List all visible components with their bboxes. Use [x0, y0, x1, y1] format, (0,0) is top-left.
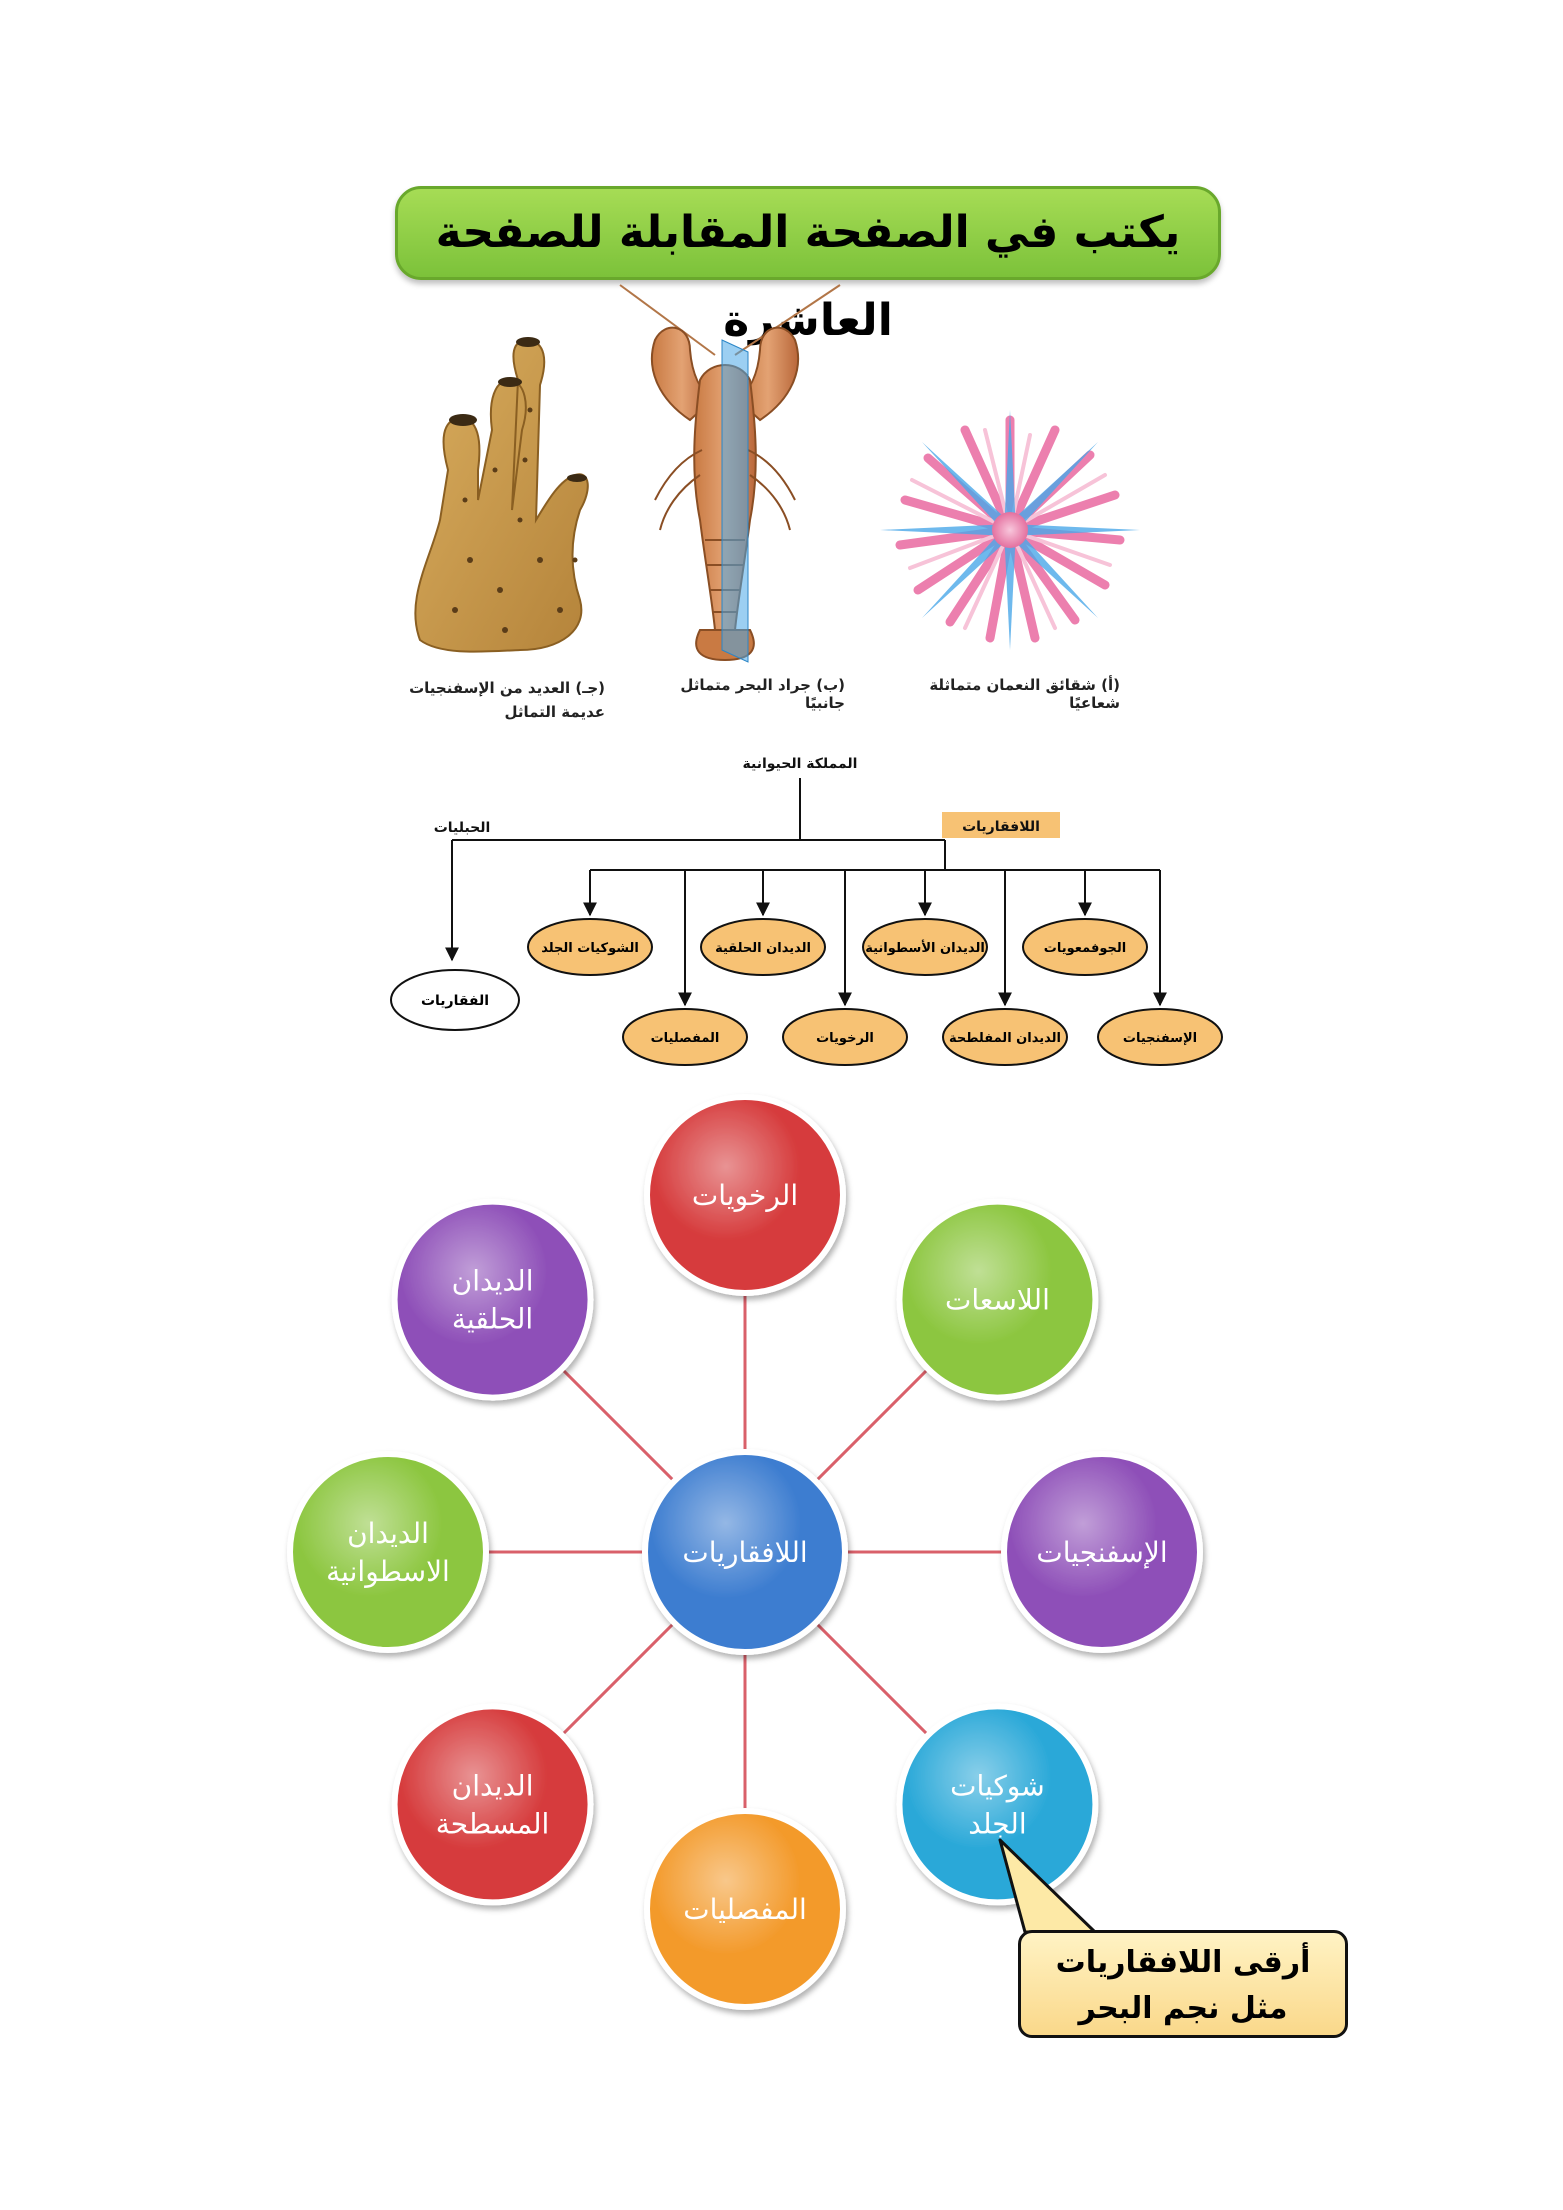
mindmap-node-0-label-0: الرخويات [692, 1179, 798, 1212]
tree-node-lower-3: المفصليات [622, 1008, 748, 1066]
callout-line-1: أرقى اللافقاريات [1055, 1945, 1311, 1980]
caption-crayfish: (ب) جراد البحر متماثل جانبيًا [680, 676, 845, 712]
svg-text:الفقاريات: الفقاريات [421, 993, 489, 1009]
mindmap-node-5-label-1: المسطحة [436, 1807, 550, 1840]
tree-node-lower-2: الرخويات [782, 1008, 908, 1066]
mindmap-node-5-label-0: الديدان [452, 1769, 534, 1802]
symmetry-illustrations [414, 284, 1140, 663]
invertebrates-label-box [942, 812, 1060, 838]
tree-node-upper-3-label: الشوكيات الجلد [541, 941, 639, 956]
mindmap-node-3-label-1: الجلد [968, 1807, 1026, 1840]
mindmap-node-7: الديدان الحلقية [391, 1198, 594, 1401]
tree-node-upper-2: الديدان الحلقية [700, 918, 826, 976]
mindmap-node-2: الإسفنجيات [1001, 1451, 1203, 1653]
tree-invertebrates: اللافقاريات [962, 819, 1040, 835]
caption-sponge: (جـ) العديد من الإسفنجيات عديمة التماثل [409, 679, 605, 721]
mindmap-node-5: الديدان المسطحة [391, 1703, 594, 1906]
tree-node-upper-3: الشوكيات الجلد [527, 918, 653, 976]
invertebrates-mindmap: الرخويات اللاسعات الإسفنجيات شوكيات الجلد الم… [287, 1094, 1203, 2010]
mindmap-node-4-label-0: المفصليات [683, 1893, 807, 1926]
tree-node-upper-1-label: الديدان الأسطوانية [865, 939, 985, 956]
tree-node-upper-0-label: الجوفمعويات [1044, 941, 1126, 956]
crayfish-illustration [619, 284, 841, 663]
tree-node-upper-1: الديدان الأسطوانية [862, 918, 988, 976]
tree-root: المملكة الحيوانية [743, 756, 858, 772]
mindmap-node-6: الديدان الاسطوانية [287, 1451, 489, 1653]
classification-tree: المملكة الحيوانية الحبليات اللافقاريات ا… [390, 756, 1223, 1066]
caption-anemone: (أ) شقائق النعمان متماثلة شعاعيًا [929, 676, 1120, 712]
mindmap-node-4: المفصليات [644, 1808, 846, 2010]
tree-chordates: الحبليات [434, 820, 491, 836]
anemone-illustration [880, 410, 1140, 650]
sponge-illustration [414, 337, 589, 653]
mindmap-node-6-label-1: الاسطوانية [326, 1555, 450, 1588]
page-title: يكتب في الصفحة المقابلة للصفحة العاشرة [435, 207, 1181, 346]
mindmap-node-7-label-0: الديدان [452, 1265, 534, 1298]
mindmap-node-3: شوكيات الجلد [896, 1703, 1099, 1906]
tree-node-lower-1: الديدان المفلطحة [942, 1008, 1068, 1066]
mindmap-node-7-label-1: الحلقية [452, 1303, 533, 1336]
mindmap-node-6-label-0: الديدان [347, 1517, 429, 1550]
mindmap-node-0: الرخويات [644, 1094, 846, 1296]
tree-node-lower-3-label: المفصليات [651, 1031, 720, 1046]
tree-node-lower-0: الإسفنجيات [1097, 1008, 1223, 1066]
tree-node-lower-0-label: الإسفنجيات [1123, 1031, 1197, 1046]
mindmap-node-1-label-0: اللاسعات [945, 1284, 1050, 1317]
mindmap-node-1: اللاسعات [896, 1198, 1099, 1401]
mindmap-center-label-0: اللافقاريات [682, 1536, 807, 1569]
tree-node-upper-2-label: الديدان الحلقية [715, 941, 811, 956]
tree-node-lower-2-label: الرخويات [816, 1031, 874, 1046]
vertebrates-node: الفقاريات [390, 969, 520, 1031]
mindmap-node-2-label-0: الإسفنجيات [1036, 1536, 1167, 1569]
callout-box: أرقى اللافقاريات مثل نجم البحر [1018, 1930, 1348, 2038]
mindmap-center: اللافقاريات [642, 1449, 848, 1655]
callout-line-2: مثل نجم البحر [1078, 1991, 1288, 2026]
tree-node-upper-0: الجوفمعويات [1022, 918, 1148, 976]
mindmap-node-3-label-0: شوكيات [950, 1769, 1045, 1802]
title-banner: يكتب في الصفحة المقابلة للصفحة العاشرة [395, 186, 1221, 346]
tree-node-lower-1-label: الديدان المفلطحة [949, 1031, 1061, 1046]
